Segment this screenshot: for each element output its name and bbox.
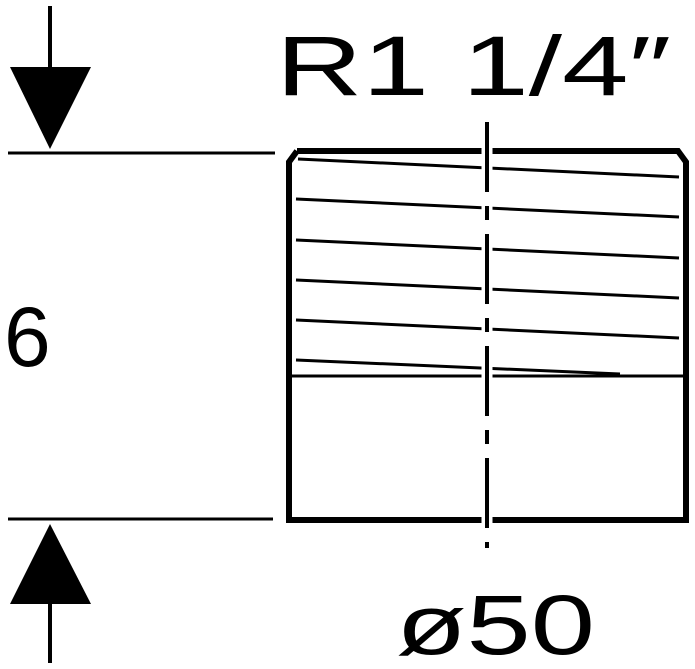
bottom-dimension-arrow bbox=[10, 524, 91, 663]
top-arrow-head bbox=[10, 67, 91, 149]
thread-line bbox=[295, 358, 621, 376]
fitting-outline bbox=[286, 148, 689, 523]
bottom-arrow-head bbox=[10, 524, 91, 604]
diameter-dimension-label: ø50 bbox=[396, 578, 595, 669]
top-dimension-arrow bbox=[10, 6, 91, 149]
thread-size-label: R1 1/4″ bbox=[276, 19, 671, 113]
height-dimension-label: 6 bbox=[4, 290, 51, 384]
